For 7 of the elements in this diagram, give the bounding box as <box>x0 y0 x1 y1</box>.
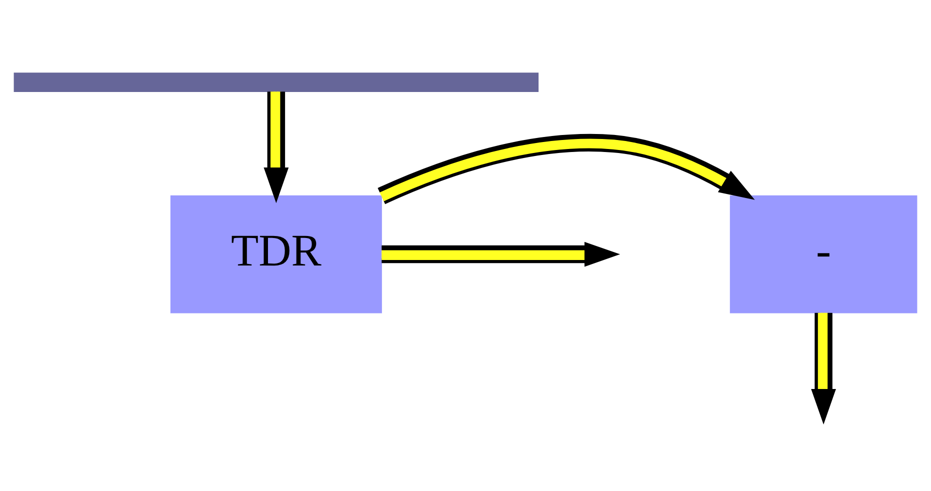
node-bar <box>14 72 539 92</box>
node-box: TDR <box>170 194 382 313</box>
arrow <box>811 312 836 424</box>
arrow <box>382 241 620 266</box>
arrow <box>264 91 289 203</box>
node-box: - <box>730 194 918 313</box>
arrow <box>378 133 755 204</box>
